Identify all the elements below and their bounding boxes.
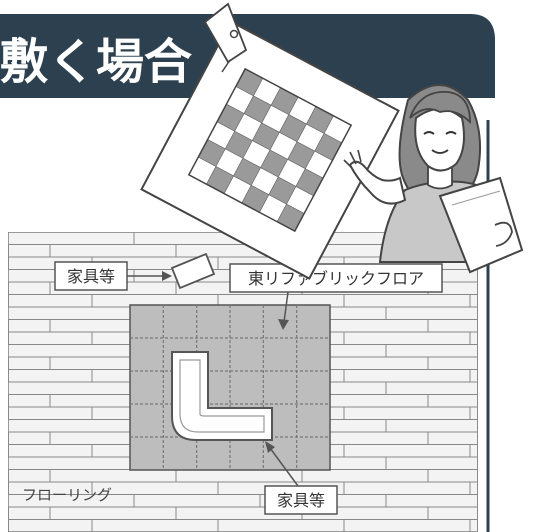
fabric-floor-tiles — [129, 304, 331, 471]
label-furniture-bottom: 家具等 — [277, 491, 325, 510]
label-tile-product: 東リファブリックフロア — [248, 269, 424, 288]
label-furniture-top: 家具等 — [67, 267, 115, 286]
label-box-furniture-top — [54, 261, 128, 291]
arrow-tile-product — [278, 291, 289, 330]
label-flooring: フローリング — [22, 486, 112, 504]
page-title: 敷く場合 — [0, 34, 192, 90]
label-box-furniture-bottom — [264, 485, 338, 515]
tile-sample-card — [140, 20, 400, 280]
woman-illustration — [343, 84, 524, 274]
l-shaped-furniture — [171, 351, 273, 441]
furniture-piece-small — [170, 252, 216, 290]
arrow-furniture-top — [127, 271, 172, 281]
label-box-tile-product — [229, 263, 443, 293]
sample-hang-tag — [203, 2, 248, 73]
arrow-furniture-bottom — [265, 441, 299, 487]
